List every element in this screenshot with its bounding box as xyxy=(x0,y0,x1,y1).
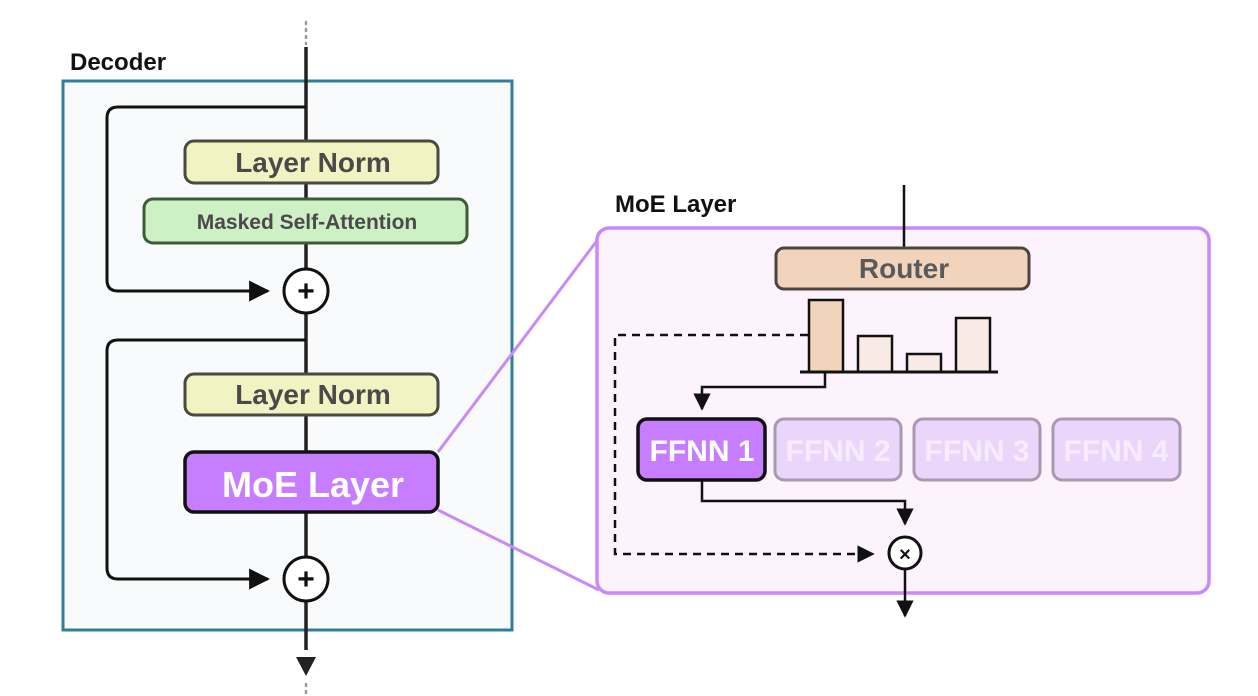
multiply-node: × xyxy=(887,535,923,571)
router-weight-bar-3 xyxy=(905,352,943,374)
layer-norm-label-1: Layer Norm xyxy=(235,147,391,178)
layer-norm-block-1[interactable]: Layer Norm xyxy=(183,139,440,185)
expert-label-2: FFNN 2 xyxy=(786,435,891,468)
expert-label-3: FFNN 3 xyxy=(925,435,1030,468)
expert-ffnn-1[interactable]: FFNN 1 xyxy=(636,417,767,482)
zoom-connector-bottom xyxy=(437,508,600,592)
expert-output-arrow xyxy=(700,480,914,526)
layer-norm-label-2: Layer Norm xyxy=(235,379,391,410)
add-node-1: + xyxy=(282,267,330,315)
moe-layer-label: MoE Layer xyxy=(222,464,404,505)
expert-label-4: FFNN 4 xyxy=(1064,435,1169,468)
router-weight-bar-1 xyxy=(807,298,845,374)
residual-connection-2 xyxy=(105,338,306,590)
plus-icon: + xyxy=(297,563,315,596)
router-label: Router xyxy=(859,253,949,284)
router-weight-bar-4 xyxy=(954,316,992,374)
output-arrow-icon xyxy=(296,657,316,676)
expert-ffnn-3[interactable]: FFNN 3 xyxy=(912,417,1042,482)
add-node-2: + xyxy=(282,555,330,603)
decoder-title: Decoder xyxy=(70,49,166,76)
residual-connection-1 xyxy=(105,105,306,302)
expert-label-1: FFNN 1 xyxy=(650,435,755,468)
multiply-icon: × xyxy=(899,544,911,566)
zoom-connector-top xyxy=(436,237,601,453)
route-to-expert-arrow xyxy=(693,372,827,411)
attention-block[interactable]: Masked Self-Attention xyxy=(142,197,469,245)
moe-panel-title: MoE Layer xyxy=(615,191,736,218)
router-weight-bar-2 xyxy=(856,334,894,374)
expert-ffnn-2[interactable]: FFNN 2 xyxy=(773,417,903,482)
expert-ffnn-4[interactable]: FFNN 4 xyxy=(1051,417,1182,482)
moe-layer-block[interactable]: MoE Layer xyxy=(183,450,440,514)
attention-label: Masked Self-Attention xyxy=(197,211,418,234)
plus-icon: + xyxy=(297,275,315,308)
layer-norm-block-2[interactable]: Layer Norm xyxy=(183,372,440,417)
router-block[interactable]: Router xyxy=(774,246,1031,291)
